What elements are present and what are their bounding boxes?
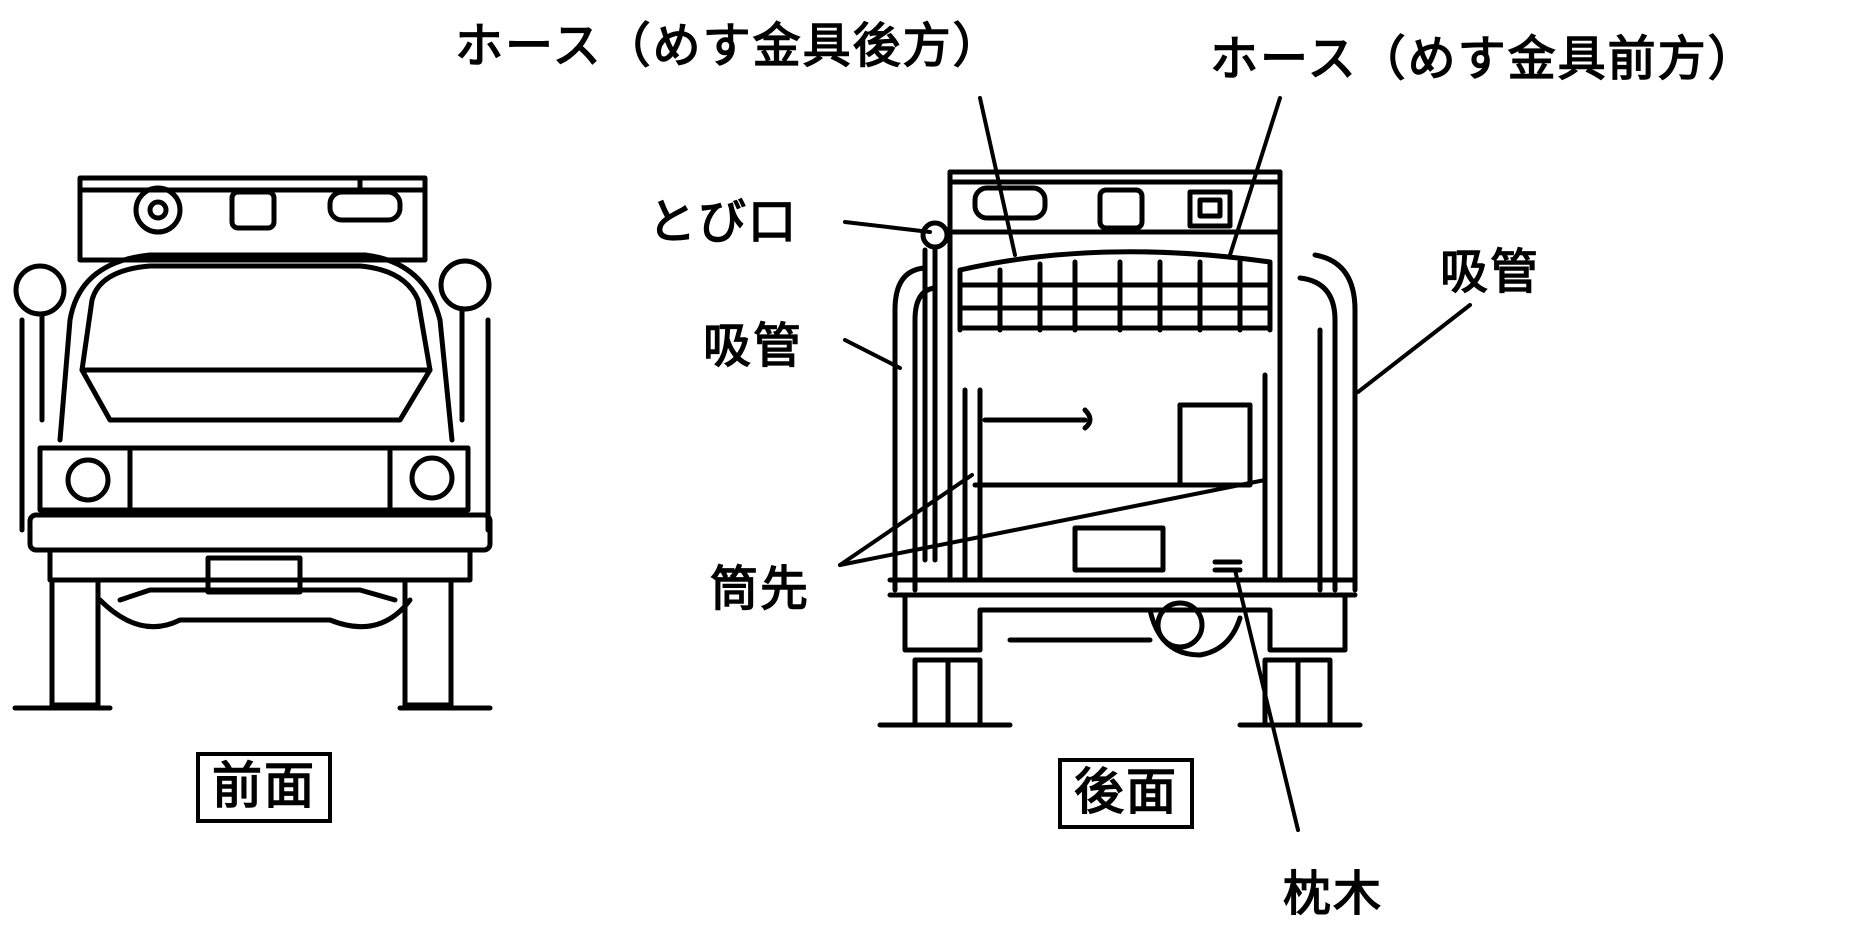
label-hose-front: ホース（めす金具前方）: [1210, 31, 1758, 87]
label-suction-left: 吸管: [703, 318, 804, 374]
leader-hose-rear: [980, 98, 1015, 255]
front-wheels: [15, 580, 490, 708]
rear-wheels: [880, 660, 1360, 725]
rear-body: [965, 375, 1280, 580]
front-roof-lights: [136, 178, 400, 232]
label-tobiguchi: とび口: [648, 194, 799, 250]
rear-roof-lights: [975, 188, 1230, 228]
label-makuragi: 枕木: [1283, 866, 1384, 922]
rear-hose-stack: [960, 252, 1270, 330]
leader-suction-left: [845, 340, 900, 368]
rear-underbody: [905, 595, 1345, 655]
caption-rear: 後面: [1058, 758, 1194, 829]
label-suction-right: 吸管: [1440, 244, 1541, 300]
leader-nozzle-2: [840, 480, 1265, 565]
front-side-mirrors: [16, 261, 489, 530]
leader-hose-front: [1230, 98, 1280, 255]
leader-makuragi: [1235, 570, 1298, 830]
label-nozzle: 筒先: [710, 561, 811, 617]
rear-suction-pipes: [895, 255, 1355, 590]
front-bumper: [30, 515, 490, 592]
leader-suction-right: [1358, 305, 1470, 392]
caption-front: 前面: [196, 752, 332, 823]
leader-nozzle-1: [840, 475, 972, 565]
leader-tobiguchi: [845, 222, 930, 232]
front-cab: [60, 255, 452, 440]
rear-tailgate: [890, 528, 1355, 595]
label-hose-rear: ホース（めす金具後方）: [455, 18, 1003, 74]
front-grille: [40, 448, 468, 510]
